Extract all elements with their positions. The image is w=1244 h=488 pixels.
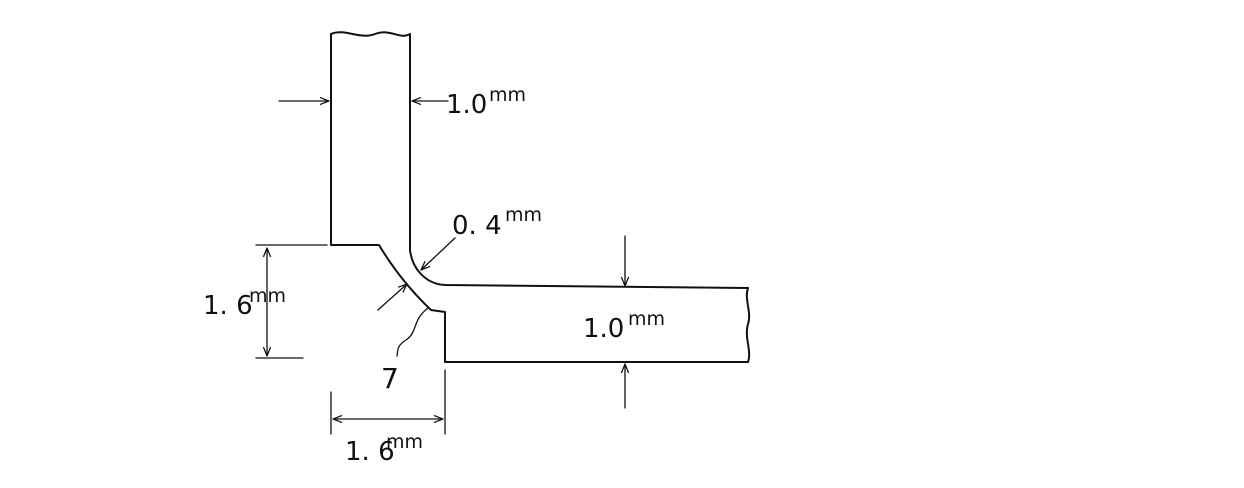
dim-offset-height-value: 1. 6 bbox=[203, 291, 253, 321]
break-line-right bbox=[747, 288, 749, 362]
dim-horizontal-wall: 1.0 mm bbox=[583, 236, 665, 408]
dim-horizontal-wall-value: 1.0 bbox=[583, 314, 624, 344]
dim-vertical-wall-unit: mm bbox=[489, 84, 526, 106]
break-line-top bbox=[331, 32, 410, 35]
reference-leader bbox=[397, 308, 428, 356]
inner-profile bbox=[410, 34, 748, 288]
dim-offset-height: 1. 6 mm bbox=[203, 245, 327, 358]
reference-numeral: 7 bbox=[381, 362, 399, 395]
dim-corner-leader bbox=[421, 238, 455, 270]
dim-vertical-wall-value: 1.0 bbox=[446, 90, 487, 120]
dim-vertical-wall: 1.0 mm bbox=[279, 84, 526, 120]
dim-horizontal-wall-unit: mm bbox=[628, 308, 665, 330]
dim-corner-unit: mm bbox=[505, 204, 542, 226]
part-outline bbox=[331, 32, 749, 362]
dim-offset-width-unit: mm bbox=[386, 431, 423, 453]
dim-corner-arrow bbox=[378, 284, 407, 310]
dim-corner-value: 0. 4 bbox=[452, 211, 502, 241]
dim-offset-height-unit: mm bbox=[249, 285, 286, 307]
outer-profile bbox=[331, 34, 748, 362]
dim-corner-thickness: 0. 4 mm bbox=[378, 204, 542, 310]
reference-label: 7 bbox=[381, 308, 428, 395]
